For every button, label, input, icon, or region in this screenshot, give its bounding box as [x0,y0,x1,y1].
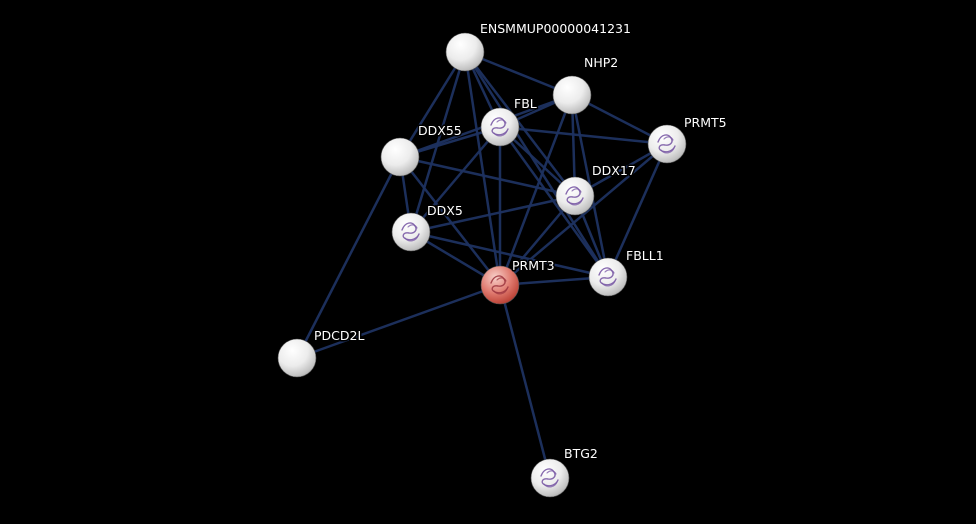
node-label-ENSMMUP00000041231: ENSMMUP00000041231 [480,21,631,36]
nodes-layer [277,32,687,498]
protein-structure-icon [660,136,675,154]
edge-FBL-PRMT5[interactable] [499,125,668,146]
node-DDX55[interactable] [380,137,420,177]
edge-ENSMMUP00000041231-PRMT3[interactable] [463,51,502,286]
edge-DDX55-PRMT3[interactable] [399,156,501,286]
edge-DDX17-DDX5[interactable] [410,194,576,234]
protein-structure-icon [601,269,616,287]
protein-structure-icon [565,186,584,205]
protein-structure-icon [568,188,583,206]
node-sphere-NHP2[interactable] [552,75,592,115]
edge-DDX55-PDCD2L[interactable] [295,156,402,359]
edge-DDX55-DDX17[interactable] [399,155,576,198]
node-FBL[interactable] [480,107,520,147]
node-ENSMMUP00000041231[interactable] [445,32,485,72]
protein-structure-icon [490,117,509,136]
edge-ENSMMUP00000041231-DDX17[interactable] [464,51,576,197]
node-sphere-DDX17[interactable] [555,176,595,216]
node-sphere-DDX5[interactable] [391,212,431,252]
edge-FBL-FBLL1[interactable] [498,126,610,278]
edge-DDX17-PRMT3[interactable] [499,195,576,286]
protein-structure-icon [657,134,676,153]
node-sphere-DDX55[interactable] [380,137,420,177]
edge-NHP2-PRMT3[interactable] [498,94,574,286]
node-PDCD2L[interactable] [277,338,317,378]
edge-ENSMMUP00000041231-DDX55[interactable] [398,51,467,158]
node-label-DDX5: DDX5 [427,203,463,218]
node-label-FBLL1: FBLL1 [626,248,664,263]
edge-PRMT3-PDCD2L[interactable] [296,283,501,360]
protein-structure-icon [493,119,508,137]
node-label-NHP2: NHP2 [584,55,618,70]
node-label-BTG2: BTG2 [564,446,598,461]
node-label-PRMT3: PRMT3 [512,258,555,273]
node-sphere-PRMT3[interactable] [480,265,520,305]
node-BTG2[interactable] [530,458,570,498]
node-DDX5[interactable] [391,212,431,252]
node-label-DDX55: DDX55 [418,123,462,138]
protein-structure-icon [401,222,420,241]
node-sphere-FBL[interactable] [480,107,520,147]
node-sphere-PRMT5[interactable] [647,124,687,164]
node-NHP2[interactable] [552,75,592,115]
node-label-DDX17: DDX17 [592,163,636,178]
protein-structure-icon [540,468,559,487]
node-sphere-BTG2[interactable] [530,458,570,498]
node-sphere-FBLL1[interactable] [588,257,628,297]
node-label-FBL: FBL [514,96,537,111]
node-label-PRMT5: PRMT5 [684,115,727,130]
node-label-PDCD2L: PDCD2L [314,328,364,343]
edge-DDX5-FBLL1[interactable] [410,230,609,279]
edge-ENSMMUP00000041231-FBLL1[interactable] [463,51,610,278]
protein-structure-icon [598,267,617,286]
protein-structure-icon [490,275,509,294]
node-PRMT5[interactable] [647,124,687,164]
edge-PRMT5-FBLL1[interactable] [606,143,669,278]
protein-structure-icon [543,470,558,488]
node-PRMT3[interactable] [480,265,520,305]
protein-structure-icon [493,277,508,295]
node-FBLL1[interactable] [588,257,628,297]
edge-FBL-DDX5[interactable] [410,126,501,233]
node-sphere-ENSMMUP00000041231[interactable] [445,32,485,72]
node-sphere-PDCD2L[interactable] [277,338,317,378]
node-DDX17[interactable] [555,176,595,216]
protein-structure-icon [404,224,419,242]
edge-PRMT3-BTG2[interactable] [498,284,552,479]
